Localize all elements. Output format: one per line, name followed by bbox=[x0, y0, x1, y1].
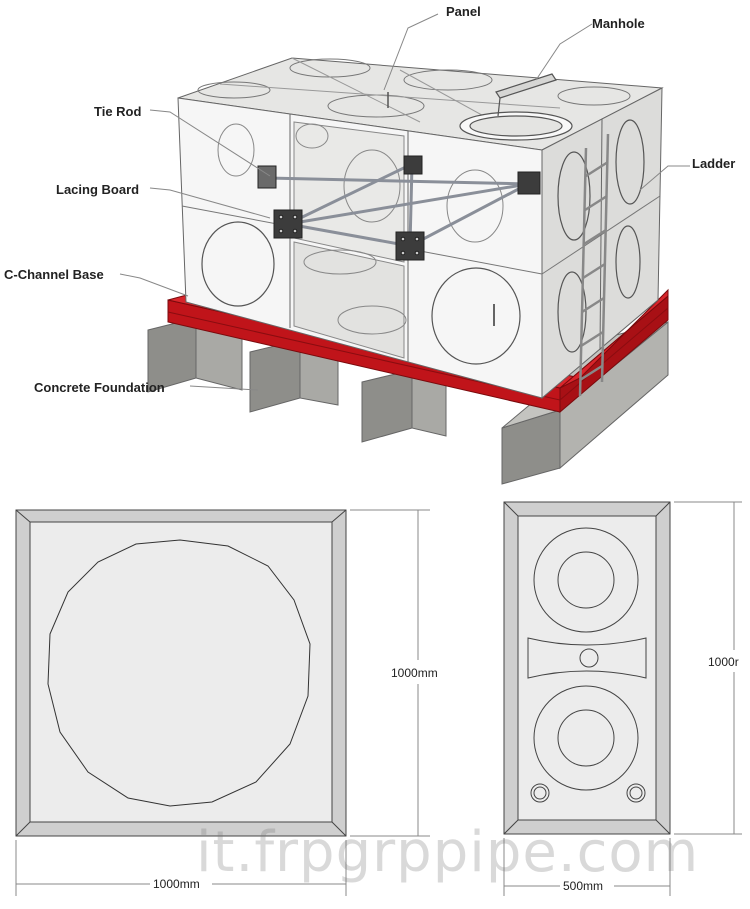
small-panel-width-dimension: 500mm bbox=[563, 879, 604, 893]
dimension-lines bbox=[15, 501, 742, 896]
concrete-foundation-label: Concrete Foundation bbox=[34, 380, 165, 395]
tank-body bbox=[177, 57, 664, 400]
lacing-boards bbox=[257, 155, 541, 261]
top-panel-circles bbox=[197, 57, 631, 137]
square-panel-drawing bbox=[15, 509, 347, 837]
half-panel-drawing bbox=[503, 501, 671, 835]
panel-label: Panel bbox=[446, 4, 481, 19]
panel-circles bbox=[201, 119, 645, 365]
ladder bbox=[578, 133, 610, 397]
manhole bbox=[459, 73, 573, 141]
large-panel-width-dimension: 1000mm bbox=[153, 877, 200, 891]
lacing-board-label: Lacing Board bbox=[56, 182, 140, 197]
manhole-label: Manhole bbox=[592, 16, 645, 31]
callout-leaders bbox=[119, 13, 690, 391]
tank-interior bbox=[217, 121, 504, 359]
ladder-label: Ladder bbox=[692, 156, 736, 171]
tie-rod-label: Tie Rod bbox=[94, 104, 142, 119]
small-panel-height-dimension: 1000r bbox=[708, 655, 739, 669]
tie-rods bbox=[266, 162, 530, 248]
large-panel-height-dimension: 1000mm bbox=[391, 666, 438, 680]
c-channel-base-label: C-Channel Base bbox=[4, 267, 104, 282]
watermark-text: it.frpgrppipe.com bbox=[196, 820, 700, 885]
